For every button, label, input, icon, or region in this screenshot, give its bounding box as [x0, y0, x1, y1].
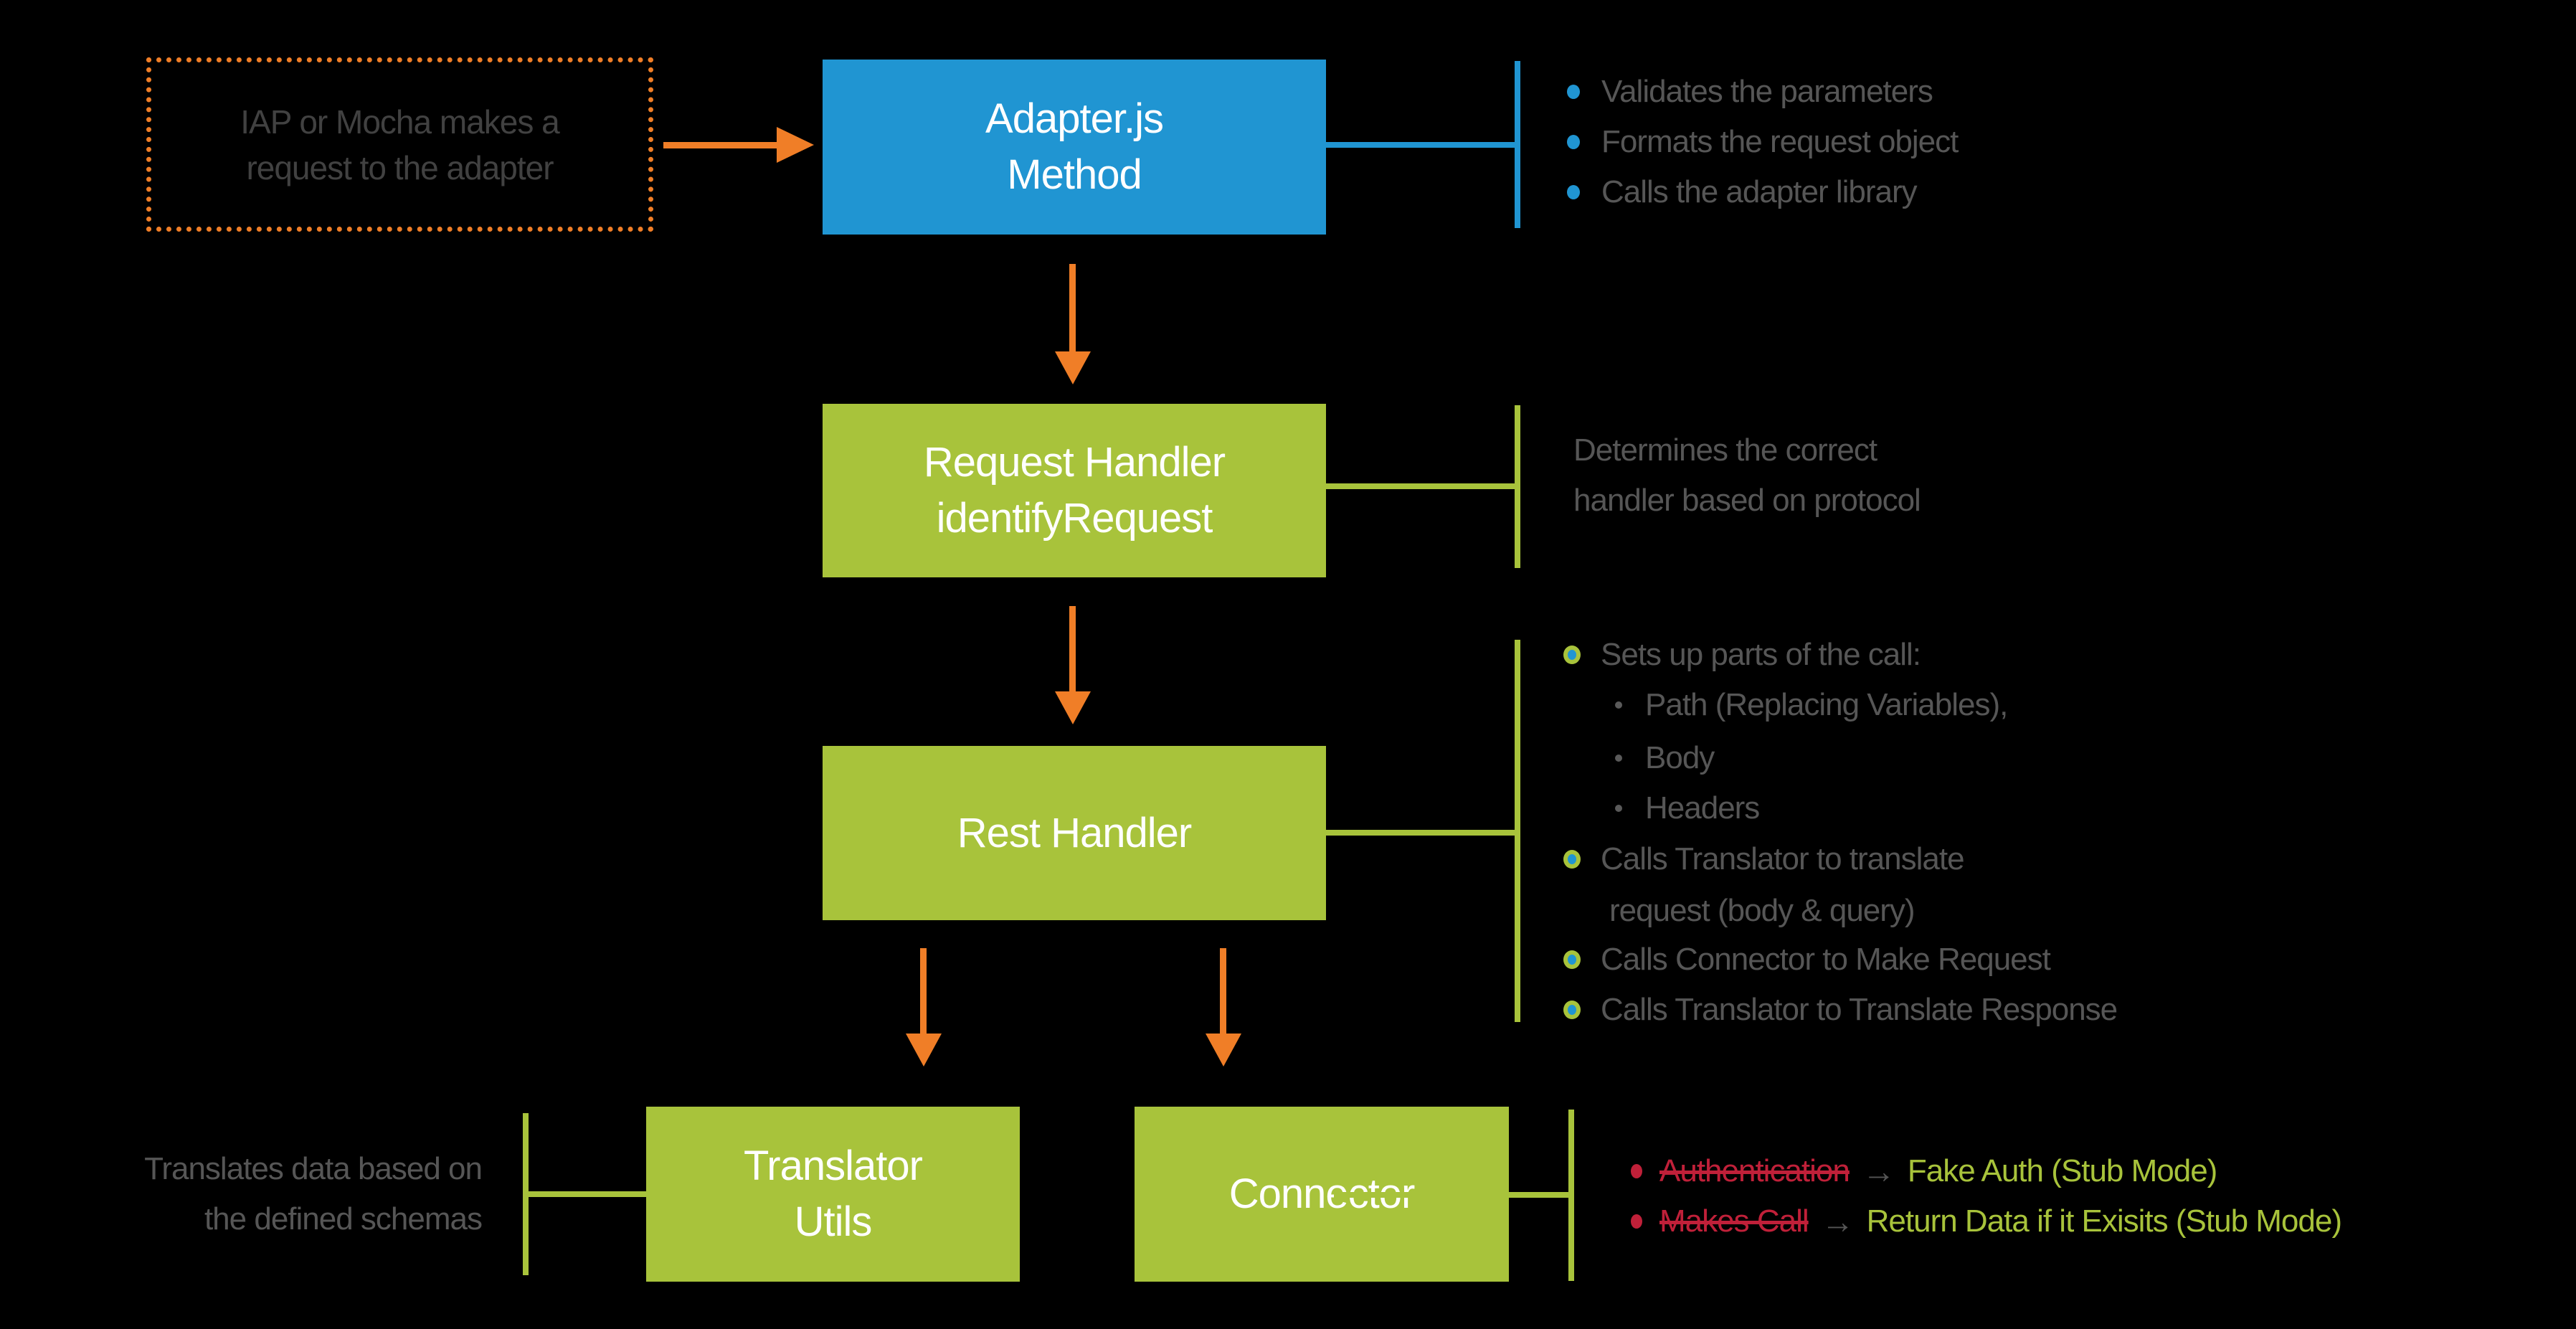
arrow-resthandler-to-translator-head	[906, 1034, 942, 1066]
blue-bullet-icon	[1567, 135, 1580, 149]
rest-handler-box: Rest Handler	[823, 746, 1326, 920]
list-item: Validates the parameters	[1567, 67, 1933, 117]
ring-bullet-icon	[1563, 950, 1581, 969]
sub-bullet-icon	[1615, 755, 1622, 762]
rest-note-text: Calls Translator to Translate Response	[1601, 992, 2118, 1027]
rest-note-sub-text: Body	[1645, 740, 1715, 775]
rest-note-text: Sets up parts of the call:	[1601, 637, 1921, 672]
request-handler-bracket-line	[1515, 405, 1520, 568]
adapter-note-text: Validates the parameters	[1601, 74, 1933, 109]
maps-to-arrow-icon: →	[1862, 1153, 1895, 1190]
translator-utils-label-line2: Utils	[794, 1198, 873, 1245]
adapter-bracket-connector	[1326, 142, 1515, 148]
blue-bullet-icon	[1567, 85, 1580, 99]
rest-note-sub-text: Path (Replacing Variables),	[1645, 687, 2008, 722]
rest-note-text: request (body & query)	[1609, 893, 1916, 928]
list-item: Calls Translator to translate	[1563, 834, 1965, 884]
list-item: Headers	[1615, 783, 1760, 833]
adapter-method-label-line1: Adapter.js	[985, 95, 1164, 142]
removed-step-text: Authentication	[1659, 1153, 1850, 1188]
connector-bracket-line	[1568, 1110, 1574, 1281]
adapter-bracket-line	[1515, 61, 1520, 228]
source-box-label-line2: request to the adapter	[246, 148, 554, 186]
translator-note-line1: Translates data based on	[144, 1151, 483, 1186]
sub-bullet-icon	[1615, 701, 1622, 709]
red-bullet-icon	[1631, 1164, 1642, 1178]
arrow-requesthandler-to-resthandler-shaft	[1069, 606, 1076, 693]
maps-to-arrow-icon: →	[1821, 1203, 1855, 1240]
stub-replacement-text: Return Data if it Exisits (Stub Mode)	[1866, 1203, 2342, 1239]
source-box-label-line1: IAP or Mocha makes a	[240, 103, 559, 141]
request-handler-note: Determines the correct handler based on …	[1573, 425, 1921, 526]
list-item: Authentication → Fake Auth (Stub Mode)	[1631, 1146, 2217, 1196]
removed-step-text: Makes Call	[1659, 1203, 1809, 1239]
list-item: Formats the request object	[1567, 117, 1959, 167]
adapter-method-box: Adapter.js Method	[823, 60, 1326, 235]
arrow-source-to-adapter-head	[777, 127, 814, 163]
translator-utils-label-line1: Translator	[744, 1143, 923, 1189]
rest-handler-bracket-connector	[1326, 830, 1515, 836]
connector-bracket-connector	[1334, 1192, 1568, 1198]
red-bullet-icon	[1631, 1214, 1642, 1229]
request-handler-label-line2: identifyRequest	[936, 495, 1213, 541]
stub-replacement-text: Fake Auth (Stub Mode)	[1907, 1153, 2217, 1188]
adapter-method-label-line2: Method	[1007, 151, 1142, 198]
ring-bullet-icon	[1563, 645, 1581, 664]
list-item: Calls Connector to Make Request	[1563, 935, 2051, 985]
arrow-adapter-to-requesthandler-shaft	[1069, 264, 1076, 353]
arrow-resthandler-to-connector-shaft	[1220, 948, 1226, 1035]
rest-handler-label: Rest Handler	[957, 809, 1192, 856]
list-item: Makes Call → Return Data if it Exisits (…	[1631, 1196, 2342, 1247]
request-handler-note-line2: handler based on protocol	[1573, 483, 1921, 518]
arrow-adapter-to-requesthandler-head	[1055, 351, 1091, 384]
source-box: IAP or Mocha makes a request to the adap…	[146, 57, 653, 232]
adapter-note-text: Formats the request object	[1601, 124, 1959, 159]
adapter-note-text: Calls the adapter library	[1601, 174, 1918, 209]
translator-bracket-connector	[529, 1191, 646, 1197]
rest-note-text: Calls Translator to translate	[1601, 841, 1965, 876]
list-item-continuation: request (body & query)	[1609, 886, 1916, 936]
request-handler-bracket-connector	[1326, 483, 1515, 489]
request-handler-box: Request Handler identifyRequest	[823, 404, 1326, 577]
list-item: Body	[1615, 733, 1715, 783]
request-handler-note-line1: Determines the correct	[1573, 432, 1877, 468]
ring-bullet-icon	[1563, 850, 1581, 869]
rest-note-sub-text: Headers	[1645, 790, 1760, 826]
list-item: Path (Replacing Variables),	[1615, 680, 2008, 730]
translator-note-line2: the defined schemas	[204, 1201, 483, 1236]
arrow-source-to-adapter-shaft	[663, 142, 778, 148]
arrow-resthandler-to-translator-shaft	[920, 948, 927, 1035]
list-item: Sets up parts of the call:	[1563, 630, 1921, 680]
rest-handler-bracket-line	[1515, 640, 1520, 1022]
request-handler-label-line1: Request Handler	[923, 439, 1226, 486]
translator-note: Translates data based on the defined sch…	[52, 1144, 483, 1244]
arrow-requesthandler-to-resthandler-head	[1055, 691, 1091, 724]
ring-bullet-icon	[1563, 1001, 1581, 1019]
rest-note-text: Calls Connector to Make Request	[1601, 942, 2051, 977]
list-item: Calls the adapter library	[1567, 167, 1918, 217]
blue-bullet-icon	[1567, 185, 1580, 199]
translator-utils-box: Translator Utils	[646, 1107, 1020, 1282]
translator-bracket-line	[523, 1113, 529, 1275]
list-item: Calls Translator to Translate Response	[1563, 985, 2118, 1035]
arrow-resthandler-to-connector-head	[1206, 1034, 1241, 1066]
sub-bullet-icon	[1615, 805, 1622, 812]
